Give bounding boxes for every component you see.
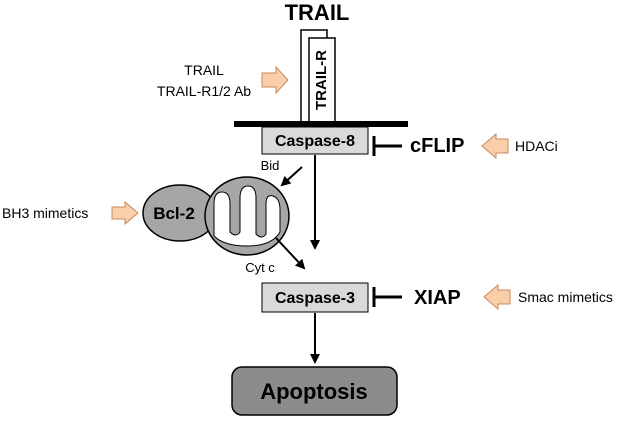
ligand-title: TRAIL (285, 0, 350, 25)
bid-label: Bid (261, 158, 280, 173)
stimulus-arrow-smac (483, 283, 511, 311)
cytc-label: Cyt c (245, 260, 275, 275)
agonist-label-line1: TRAIL (184, 62, 224, 78)
caspase3-box (261, 282, 369, 313)
apoptosis-box (231, 366, 398, 416)
caspase8-box (261, 126, 369, 155)
hdaci-label: HDACi (515, 138, 558, 154)
xiap-label: XIAP (414, 287, 461, 309)
receptor-label: TRAIL-R (313, 50, 330, 110)
bh3-label: BH3 mimetics (2, 205, 88, 221)
mitochondrion (204, 176, 290, 256)
cflip-inhibition (372, 136, 402, 156)
agonist-label-line2: TRAIL-R1/2 Ab (157, 83, 251, 99)
bid-arrow (280, 166, 303, 187)
stimulus-arrow-hdaci (481, 132, 509, 160)
stimulus-arrow-agonist (261, 65, 289, 95)
bcl2-label: Bcl-2 (153, 204, 195, 223)
stimulus-arrow-bh3 (111, 200, 139, 226)
smac-label: Smac mimetics (518, 289, 613, 305)
caspase3-label: Caspase-3 (275, 290, 355, 307)
cflip-label: cFLIP (410, 135, 464, 157)
trail-receptor: TRAIL-R (300, 29, 336, 127)
apoptosis-label: Apoptosis (260, 379, 368, 404)
xiap-inhibition (372, 287, 402, 307)
caspase8-label: Caspase-8 (275, 133, 355, 150)
cytc-arrow (275, 237, 306, 270)
